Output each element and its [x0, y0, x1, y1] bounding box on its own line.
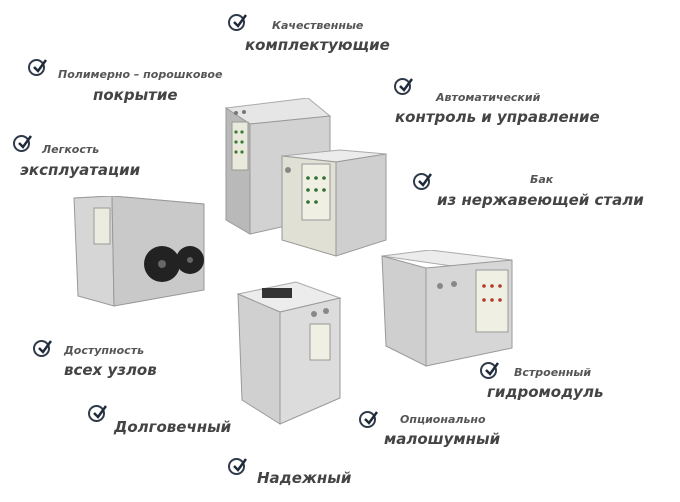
- feature-line2: из нержавеющей стали: [437, 191, 644, 209]
- checkmark-icon: [394, 78, 413, 95]
- feature-line2: эксплуатации: [20, 161, 141, 179]
- feature-line1: Качественные: [272, 19, 364, 32]
- checkmark-icon: [88, 405, 107, 422]
- feature-line1: Автоматический: [436, 91, 541, 104]
- box-unit-with-panel-image: [281, 149, 387, 257]
- compact-chiller-unit-image: [236, 281, 342, 425]
- checkmark-icon: [413, 173, 432, 190]
- checkmark-icon: [28, 59, 47, 76]
- feature-line1: Долговечный: [114, 418, 232, 436]
- feature-line2: всех узлов: [64, 361, 157, 379]
- checkmark-icon: [228, 458, 247, 475]
- wide-chiller-unit-image: [381, 250, 513, 367]
- feature-line1: Полимерно – порошковое: [58, 68, 223, 81]
- checkmark-icon: [480, 362, 499, 379]
- checkmark-icon: [33, 340, 52, 357]
- air-cooled-unit-with-fans-image: [73, 196, 205, 307]
- feature-line1: Легкость: [42, 143, 100, 156]
- feature-line2: малошумный: [384, 430, 501, 448]
- feature-line1: Встроенный: [514, 366, 592, 379]
- feature-line2: контроль и управление: [395, 108, 600, 126]
- checkmark-icon: [228, 14, 247, 31]
- feature-line1: Надежный: [257, 469, 352, 487]
- feature-line1: Доступность: [64, 344, 145, 357]
- checkmark-icon: [13, 135, 32, 152]
- feature-line1: Опционально: [400, 413, 486, 426]
- feature-line2: покрытие: [93, 86, 178, 104]
- feature-line1: Бак: [530, 173, 554, 186]
- feature-line2: комплектующие: [245, 36, 390, 54]
- checkmark-icon: [359, 411, 378, 428]
- feature-line2: гидромодуль: [487, 383, 604, 401]
